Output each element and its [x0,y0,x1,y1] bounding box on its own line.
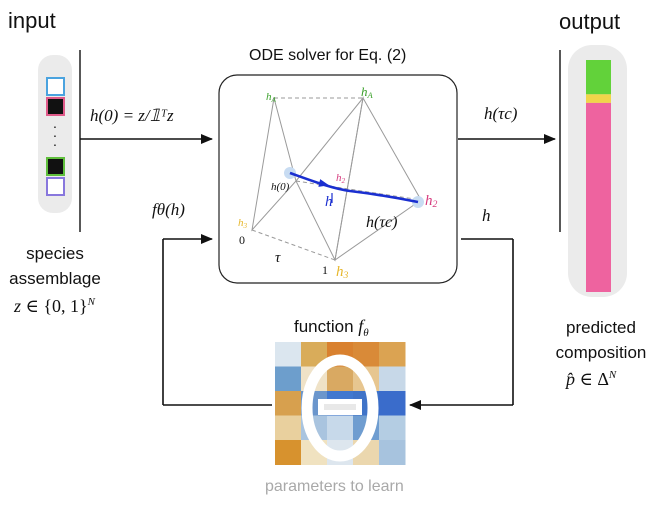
heatmap-cell [379,440,406,465]
function-title-text: function [294,317,354,336]
heatmap-cell [379,342,406,367]
input-title: input [8,8,56,33]
heatmap-cell [379,415,406,441]
predicted-set: p̂ ∈ ΔN [566,369,616,390]
input-ellipsis: · [53,127,58,143]
species-set-lhs: z [14,296,22,316]
input-cell [46,177,65,196]
input-ellipsis: · [53,118,58,134]
input-ellipsis: · [53,136,58,152]
h-label: h [482,206,491,225]
function-symbol-f: f [358,316,364,336]
output-title: output [559,9,621,34]
predicted-line-2: composition [555,343,647,362]
trajectory-current-label: h [325,194,333,210]
species-label: species assemblage [0,241,110,291]
species-set-in: ∈ [25,296,39,316]
trajectory-start-label: h(0) [271,181,290,193]
heatmap-cell [327,366,354,392]
predicted-set-in: ∈ [579,369,593,389]
function-symbol: fθ [358,316,369,339]
heatmap-cell [275,366,302,392]
parameter-heatmap [275,342,406,465]
input-cell [46,157,65,176]
heatmap-cell [327,415,354,441]
species-line-2: assemblage [9,269,101,288]
species-line-1: species [26,244,84,263]
solver-title: ODE solver for Eq. (2) [249,47,407,64]
predicted-label: predicted composition [548,315,654,365]
init-equation: h(0) = z/𝟙ᵀz [90,106,174,125]
heatmap-cell [275,342,302,367]
heatmap-cell [275,440,302,465]
heatmap-cell [379,366,406,392]
heatmap-cell [275,391,302,416]
input-cell [46,77,65,96]
time-one-label: 1 [322,263,328,277]
trajectory-end-label: h(τc) [366,214,397,231]
output-bar-segment [586,102,611,292]
input-cell [46,97,65,116]
output-equation: h(τc) [484,104,518,123]
f-theta-h-label: fθ(h) [152,200,185,219]
species-set: z ∈ {0, 1}N [14,296,95,317]
function-symbol-sub: θ [363,327,369,339]
predicted-set-power: N [608,369,617,381]
simplex-drawing [251,96,424,262]
predicted-set-set: Δ [597,369,609,389]
predicted-set-lhs: p̂ [566,369,575,389]
predicted-line-1: predicted [566,318,636,337]
vertex-label-h2: h2 [336,172,346,185]
vertex-label-h3: h3 [238,217,248,230]
species-set-power: N [87,296,95,308]
heatmap-cell [379,391,406,416]
ode-solver-box [218,74,458,284]
tau-label: τ [275,250,281,266]
time-zero-label: 0 [239,233,245,247]
parameters-label: parameters to learn [265,478,404,495]
output-bar-segment [586,94,611,103]
vertex-label-hA: hA [266,91,277,104]
theta-icon [301,354,379,462]
species-set-set: {0, 1} [43,296,88,316]
function-title: function fθ [294,316,369,339]
heatmap-cell [275,415,302,441]
output-bar-segment [586,60,611,95]
